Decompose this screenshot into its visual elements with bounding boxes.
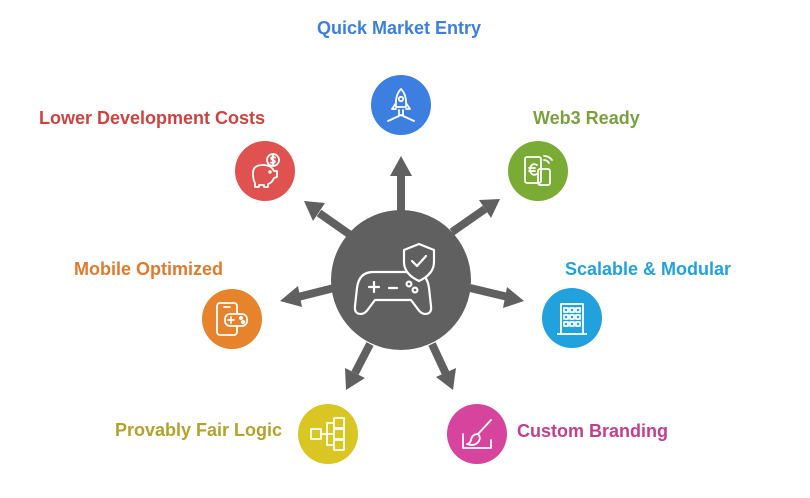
building-icon — [542, 288, 602, 348]
crypto-payment-icon — [508, 141, 568, 201]
node-provably-fair-logic — [298, 404, 358, 464]
label-custom-branding: Custom Branding — [517, 421, 668, 441]
arrow-web3-ready — [449, 199, 500, 236]
node-scalable-modular — [542, 288, 602, 348]
arrow-custom-branding — [428, 342, 456, 390]
mobile-gamepad-icon — [202, 289, 262, 349]
node-circle — [542, 288, 602, 348]
arrow-quick-market-entry — [390, 156, 412, 215]
label-scalable-modular: Scalable & Modular — [565, 259, 732, 279]
node-quick-market-entry — [371, 75, 431, 135]
arrow-lower-development-costs — [304, 201, 352, 238]
paint-brush-icon — [447, 404, 507, 464]
node-custom-branding — [447, 404, 507, 464]
arrow-provably-fair-logic — [345, 342, 374, 390]
rocket-icon — [371, 75, 431, 135]
node-circle — [371, 75, 431, 135]
arrow-mobile-optimized — [280, 284, 335, 307]
label-mobile-optimized: Mobile Optimized — [74, 259, 224, 279]
gamepad-shield-icon — [353, 242, 436, 316]
node-mobile-optimized — [202, 289, 262, 349]
node-lower-development-costs — [235, 141, 295, 201]
label-quick-market-entry: Quick Market Entry — [317, 18, 482, 38]
node-web3-ready — [508, 141, 568, 201]
piggy-bank-icon — [235, 141, 295, 201]
label-web3-ready: Web3 Ready — [533, 108, 640, 128]
flowchart-icon — [298, 404, 358, 464]
central-hub — [331, 210, 471, 350]
label-provably-fair-logic: Provably Fair Logic — [115, 420, 283, 440]
arrow-scalable-modular — [469, 284, 524, 308]
node-circle — [235, 141, 295, 201]
label-lower-development-costs: Lower Development Costs — [39, 108, 266, 128]
